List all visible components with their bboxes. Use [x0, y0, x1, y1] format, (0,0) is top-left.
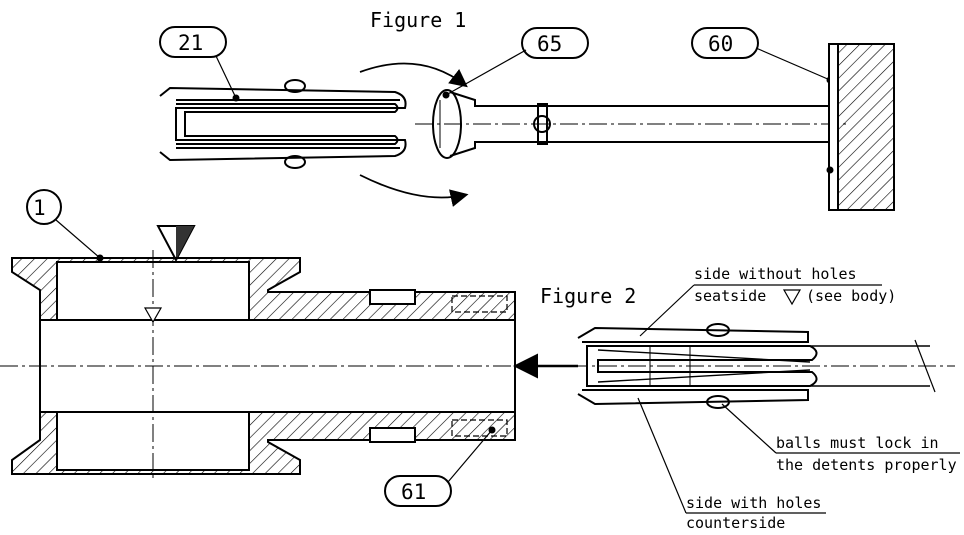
- callout-65-label: 65: [537, 32, 562, 56]
- note-side-with-holes: side with holes counterside: [637, 397, 826, 532]
- callout-1-label: 1: [33, 196, 46, 220]
- spring-clip-part-21: [159, 79, 407, 169]
- seat-triangle-icon: [782, 289, 802, 306]
- rotate-arrow-bottom: [359, 174, 469, 207]
- note-side-with-holes-text: side with holes: [686, 494, 821, 512]
- figure1-label: Figure 1: [370, 8, 466, 32]
- callout-61-label: 61: [401, 480, 426, 504]
- note-side-without-holes-text: side without holes: [694, 265, 857, 283]
- callout-21: 21: [159, 26, 240, 102]
- note-balls-lock: balls must lock in the detents properly: [721, 403, 960, 474]
- callout-60: 60: [691, 27, 834, 84]
- wall-mount-part-60: [826, 43, 895, 211]
- rotate-arrow-top: [359, 62, 468, 88]
- valve-body-part-1: [0, 250, 520, 480]
- note-seatside-text: seatside: [694, 287, 766, 305]
- note-see-body-text: (see body): [806, 287, 896, 305]
- callout-1: 1: [26, 189, 104, 262]
- callout-21-label: 21: [178, 31, 203, 55]
- note-side-without-holes: side without holes seatside (see body): [639, 265, 896, 337]
- figure2-label: Figure 2: [540, 284, 636, 308]
- rod-part-65: [415, 89, 850, 159]
- note-counterside-text: counterside: [686, 514, 785, 532]
- callout-61: 61: [384, 426, 496, 507]
- note-balls-line2: the detents properly: [776, 456, 957, 474]
- note-balls-line1: balls must lock in: [776, 434, 939, 452]
- callout-65: 65: [442, 27, 589, 99]
- callout-60-label: 60: [708, 32, 733, 56]
- figure2-assembly: [570, 323, 955, 409]
